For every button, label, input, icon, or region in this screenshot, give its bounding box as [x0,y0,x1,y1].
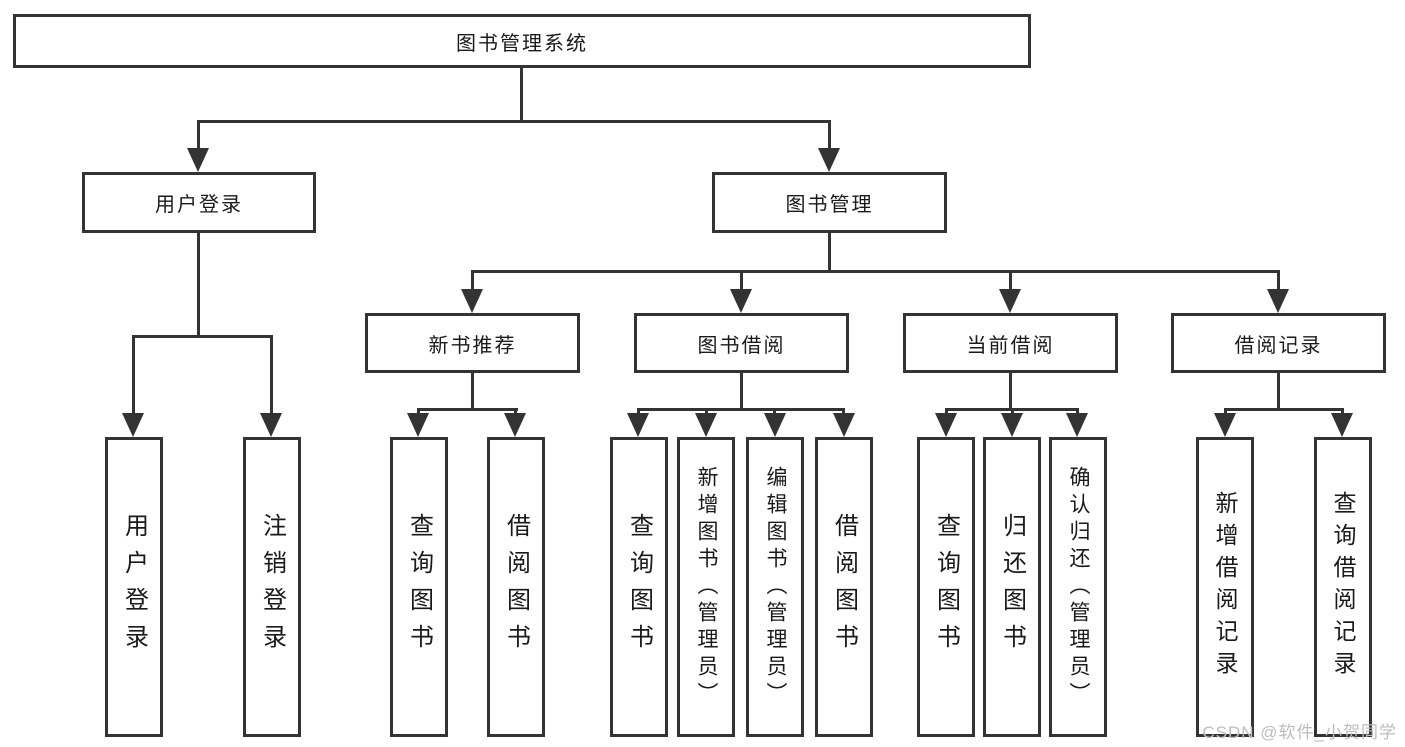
connector-drop [1341,408,1344,415]
node-leaf-edit-book-admin-label: 编辑图书（管理员） [764,465,787,709]
node-new-book-recommend: 新书推荐 [365,313,580,373]
arrow-down-icon [407,413,429,437]
arrow-down-icon [461,289,483,313]
connector-drop [637,408,640,415]
connector-drop [471,270,474,291]
node-leaf-add-borrow-record-label: 新增借阅记录 [1212,491,1238,683]
connector-drop [1076,408,1079,415]
node-leaf-return-book: 归还图书 [983,437,1041,737]
node-leaf-borrow-books-2: 借阅图书 [815,437,873,737]
connector-record-stub [1277,373,1280,408]
node-leaf-logout: 注销登录 [243,437,301,737]
arrow-down-icon [1001,413,1023,437]
connector-record-rail [1224,408,1344,411]
node-leaf-borrow-books-1: 借阅图书 [487,437,545,737]
arrow-down-icon [833,413,855,437]
connector-drop [197,120,200,150]
connector-userlogin-rail [132,335,273,338]
arrow-down-icon [627,413,649,437]
arrow-down-icon [122,413,144,437]
arrow-down-icon [764,413,786,437]
node-leaf-borrow-books-2-label: 借阅图书 [830,513,858,661]
node-leaf-query-borrow-record-label: 查询借阅记录 [1330,491,1356,683]
node-book-management: 图书管理 [712,172,947,233]
connector-drop [132,335,135,415]
arrow-down-icon [1214,413,1236,437]
node-leaf-login: 用户登录 [105,437,163,737]
connector-drop [1009,270,1012,291]
arrow-down-icon [504,413,526,437]
node-leaf-query-books-3-label: 查询图书 [932,513,960,661]
node-leaf-login-label: 用户登录 [120,513,148,661]
arrow-down-icon [695,413,717,437]
connector-current-stub [1009,373,1012,408]
connector-level3-rail [471,270,1280,273]
node-leaf-query-borrow-record: 查询借阅记录 [1314,437,1372,737]
arrow-down-icon [187,148,209,172]
connector-drop [740,270,743,291]
node-leaf-add-book-admin: 新增图书（管理员） [677,437,735,737]
node-current-borrowing: 当前借阅 [903,313,1118,373]
connector-drop [828,120,831,150]
connector-level2-rail [197,120,831,123]
node-borrowing-records-label: 借阅记录 [1234,334,1323,357]
connector-drop [1011,408,1014,415]
arrow-down-icon [1267,289,1289,313]
connector-bookmgmt-stub [828,233,831,270]
arrow-down-icon [1066,413,1088,437]
node-leaf-return-book-label: 归还图书 [998,513,1026,661]
connector-drop [945,408,948,415]
node-root: 图书管理系统 [13,14,1031,68]
node-user-login-label: 用户登录 [155,194,243,216]
node-leaf-add-borrow-record: 新增借阅记录 [1196,437,1254,737]
connector-drop [1277,270,1280,291]
arrow-down-icon [1331,413,1353,437]
node-leaf-query-books-3: 查询图书 [917,437,975,737]
connector-newbook-stub [471,373,474,408]
node-leaf-logout-label: 注销登录 [258,513,286,661]
node-borrowing-records: 借阅记录 [1171,313,1386,373]
node-leaf-confirm-return-admin-label: 确认归还（管理员） [1067,465,1090,709]
node-leaf-query-books-2-label: 查询图书 [625,513,653,661]
connector-borrow-rail [637,408,845,411]
node-book-borrowing-label: 图书借阅 [697,334,786,357]
arrow-down-icon [935,413,957,437]
connector-borrow-stub [740,373,743,408]
node-leaf-query-books-2: 查询图书 [610,437,668,737]
node-new-book-recommend-label: 新书推荐 [428,334,517,357]
connector-userlogin-stub [197,233,200,335]
connector-drop [514,408,517,415]
arrow-down-icon [730,289,752,313]
node-leaf-borrow-books-1-label: 借阅图书 [502,513,530,661]
node-leaf-add-book-admin-label: 新增图书（管理员） [695,465,718,709]
node-leaf-query-books-1: 查询图书 [390,437,448,737]
node-current-borrowing-label: 当前借阅 [966,334,1055,357]
node-user-login: 用户登录 [82,172,316,233]
node-book-borrowing: 图书借阅 [634,313,849,373]
connector-root-stub [520,68,523,120]
arrow-down-icon [260,413,282,437]
connector-drop [1224,408,1227,415]
node-leaf-edit-book-admin: 编辑图书（管理员） [746,437,804,737]
arrow-down-icon [999,289,1021,313]
connector-drop [773,408,776,415]
node-book-management-label: 图书管理 [785,194,874,216]
connector-newbook-rail [417,408,518,411]
connector-drop [270,335,273,415]
connector-drop [842,408,845,415]
node-root-label: 图书管理系统 [456,32,588,55]
connector-drop [705,408,708,415]
node-leaf-query-books-1-label: 查询图书 [405,513,433,661]
csdn-watermark: CSDN @软件_小贺同学 [1202,723,1397,742]
arrow-down-icon [818,148,840,172]
node-leaf-confirm-return-admin: 确认归还（管理员） [1049,437,1107,737]
connector-drop [417,408,420,415]
